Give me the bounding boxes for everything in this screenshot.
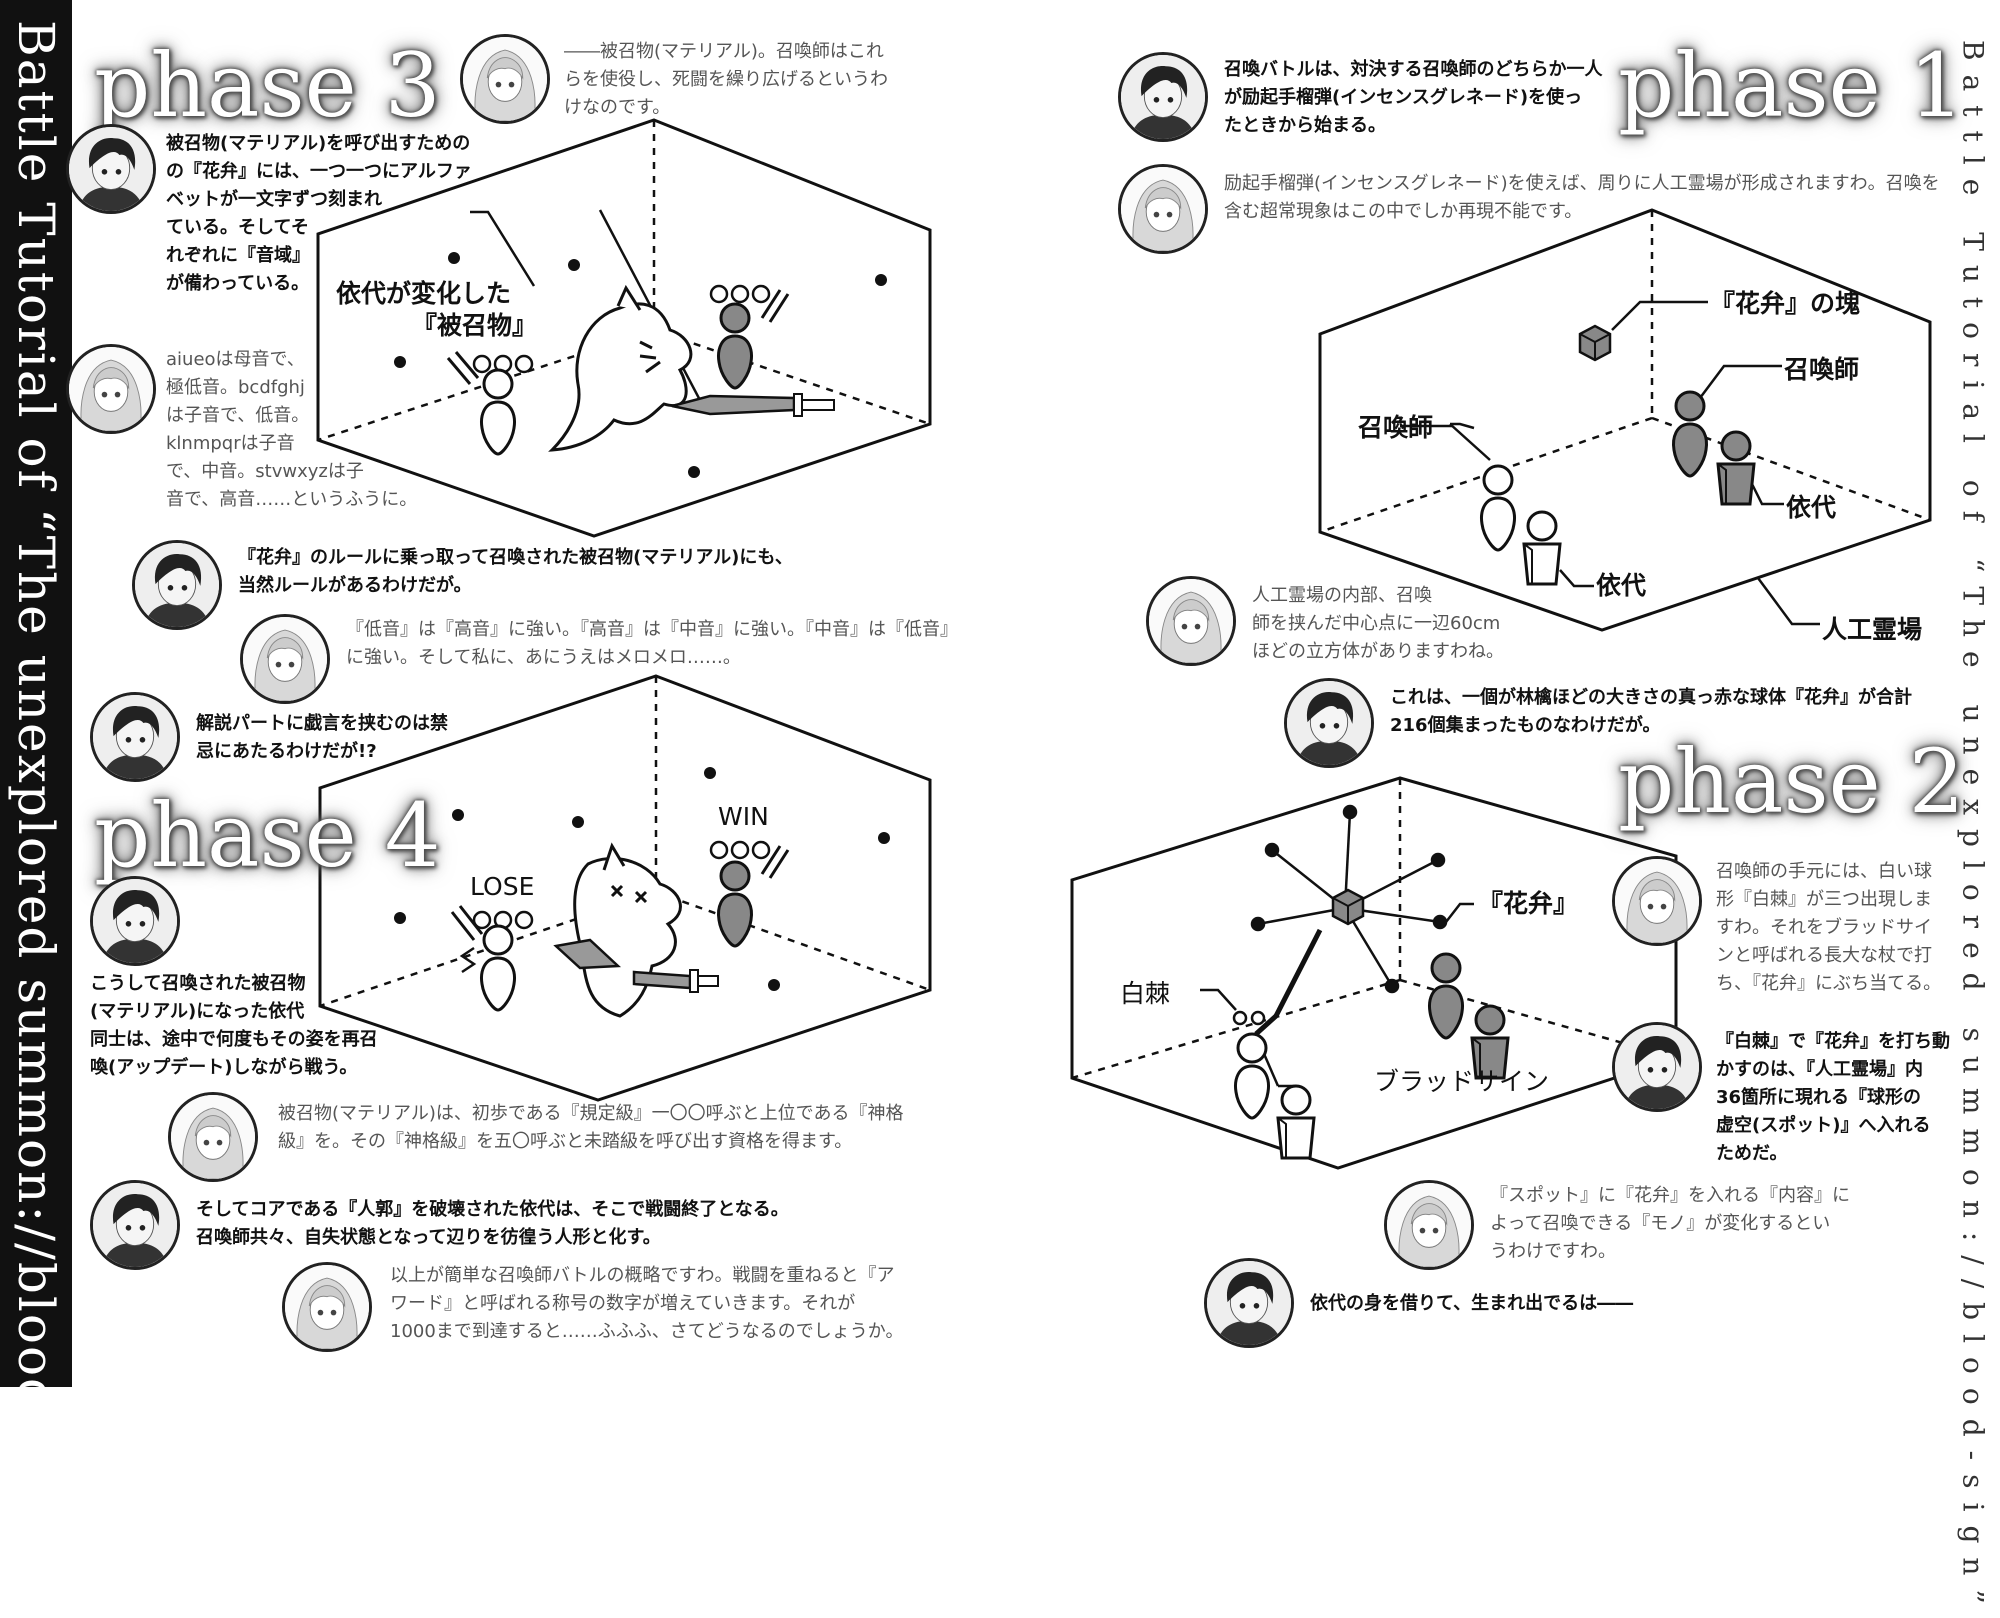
phase1-field bbox=[1318, 208, 1932, 632]
boy-avatar bbox=[1612, 1022, 1702, 1112]
label-petal-block: 『花弁』の塊 bbox=[1710, 289, 1861, 318]
phase-1-title: phase 1 bbox=[1618, 34, 1965, 137]
label-win: WIN bbox=[718, 802, 769, 831]
left-title-strip bbox=[0, 0, 72, 1387]
girl-avatar bbox=[1612, 856, 1702, 946]
phase4-figures bbox=[394, 767, 890, 1018]
label-petal: 『花弁』 bbox=[1478, 889, 1579, 918]
tutorial-diagrams bbox=[316, 118, 1932, 1170]
boy-avatar bbox=[1284, 678, 1374, 768]
phase-4-title: phase 4 bbox=[94, 784, 441, 887]
boy-avatar bbox=[66, 124, 156, 214]
dialogue-p3-girl-2: aiueoは母音で、 極低音。bcdfghj は子音で、低音。 klnmpqrは… bbox=[166, 349, 418, 510]
dialogue-p3-girl-1: ――被召物(マテリアル)。召喚師はこれ らを使役し、死闘を繰り広げるというわ け… bbox=[564, 41, 888, 118]
label-blood-sign: ブラッドサイン bbox=[1374, 1067, 1550, 1096]
girl-avatar bbox=[66, 344, 156, 434]
label-vessel-right: 依代 bbox=[1786, 493, 1837, 522]
dialogue-p4-girl-2: 以上が簡単な召喚師バトルの概略ですわ。戦闘を重ねると『ア ワード』と呼ばれる称号… bbox=[390, 1265, 904, 1342]
boy-avatar bbox=[1204, 1258, 1294, 1348]
boy-avatar bbox=[1118, 52, 1208, 142]
phase2-figures bbox=[1200, 804, 1474, 1088]
dialogue-p1-boy-1: 召喚バトルは、対決する召喚師のどちらか一人 が励起手榴弾(インセンスグレネード)… bbox=[1224, 59, 1603, 136]
girl-avatar bbox=[168, 1092, 258, 1182]
boy-avatar bbox=[90, 876, 180, 966]
label-vessel-left: 依代 bbox=[1596, 571, 1647, 600]
phase-3-title: phase 3 bbox=[94, 34, 441, 137]
dialogue-p3-girl-3: 『低音』は『高音』に強い。『高音』は『中音』に強い。『中音』は『低音』 に強い。… bbox=[346, 619, 958, 668]
left-vertical-title: Battle Tutorial of “The unexplored summo… bbox=[0, 20, 72, 1572]
phase-2-title: phase 2 bbox=[1618, 730, 1965, 833]
phase2-field bbox=[1070, 776, 1678, 1170]
dialogue-p3-boy-3: 解説パートに戯言を挟むのは禁 忌にあたるわけだが!? bbox=[196, 713, 448, 762]
dialogue-p2-boy-2: 依代の身を借りて、生まれ出でるは―― bbox=[1310, 1293, 1634, 1314]
label-summoner-right: 召喚師 bbox=[1784, 355, 1860, 384]
girl-avatar bbox=[1146, 576, 1236, 666]
boy-avatar bbox=[90, 1180, 180, 1270]
dialogue-p2-girl-2: 『スポット』に『花弁』を入れる『内容』に よって召喚できる『モノ』が変化するとい… bbox=[1490, 1185, 1850, 1262]
left-vertical-title-text: Battle Tutorial of “The unexplored summo… bbox=[7, 20, 65, 1573]
girl-avatar bbox=[460, 34, 550, 124]
dialogue-p1-girl-1: 励起手榴弾(インセンスグレネード)を使えば、周りに人工霊場が形成されますわ。召喚… bbox=[1224, 173, 1940, 222]
boy-avatar bbox=[132, 540, 222, 630]
dialogue-p1-boy-2: これは、一個が林檎ほどの大きさの真っ赤な球体『花弁』が合計 216個集まったもの… bbox=[1390, 687, 1912, 736]
girl-avatar bbox=[1118, 164, 1208, 254]
dialogue-p1-girl-2: 人工霊場の内部、召喚 師を挟んだ中心点に一辺60cm ほどの立方体がありますわね… bbox=[1252, 585, 1504, 662]
label-artificial-field: 人工霊場 bbox=[1822, 615, 1923, 644]
dialogue-p4-girl-1: 被召物(マテリアル)は、初歩である『規定級』一〇〇呼ぶと上位である『神格 級』を… bbox=[278, 1103, 904, 1152]
label-lose: LOSE bbox=[470, 872, 535, 901]
girl-avatar bbox=[1384, 1180, 1474, 1270]
label-summoner-left: 召喚師 bbox=[1358, 413, 1434, 442]
boy-avatar bbox=[90, 692, 180, 782]
girl-avatar bbox=[282, 1262, 372, 1352]
dialogue-p2-girl-1: 召喚師の手元には、白い球 形『白棘』が三つ出現しま すわ。それをブラッドサイ ン… bbox=[1716, 861, 1942, 994]
dialogue-p4-boy-2: そしてコアである『人郭』を破壊された依代は、そこで戦闘終了となる。 召喚師共々、… bbox=[196, 1199, 789, 1248]
label-white-thorn: 白棘 bbox=[1120, 979, 1171, 1008]
girl-avatar bbox=[240, 614, 330, 704]
dialogue-p2-boy-1: 『白棘』で『花弁』を打ち動 かすのは、『人工霊場』内 36箇所に現れる『球形の … bbox=[1716, 1031, 1950, 1164]
dialogue-p4-boy-1: こうして召喚された被召物 (マテリアル)になった依代 同士は、途中で何度もその姿… bbox=[90, 973, 378, 1078]
dialogue-p3-boy-2: 『花弁』のルールに乗っ取って召喚された被召物(マテリアル)にも、 当然ルールがあ… bbox=[238, 547, 793, 596]
label-changed-vessel: 依代が変化した bbox=[336, 279, 512, 308]
phase1-figures bbox=[1400, 300, 1820, 626]
dialogue-p3-boy-1: 被召物(マテリアル)を呼び出すための の『花弁』には、一つ一つにアルファ ベット… bbox=[166, 133, 472, 294]
label-summoned-material: 『被召物』 bbox=[412, 311, 538, 340]
phase3-figures bbox=[394, 209, 887, 478]
